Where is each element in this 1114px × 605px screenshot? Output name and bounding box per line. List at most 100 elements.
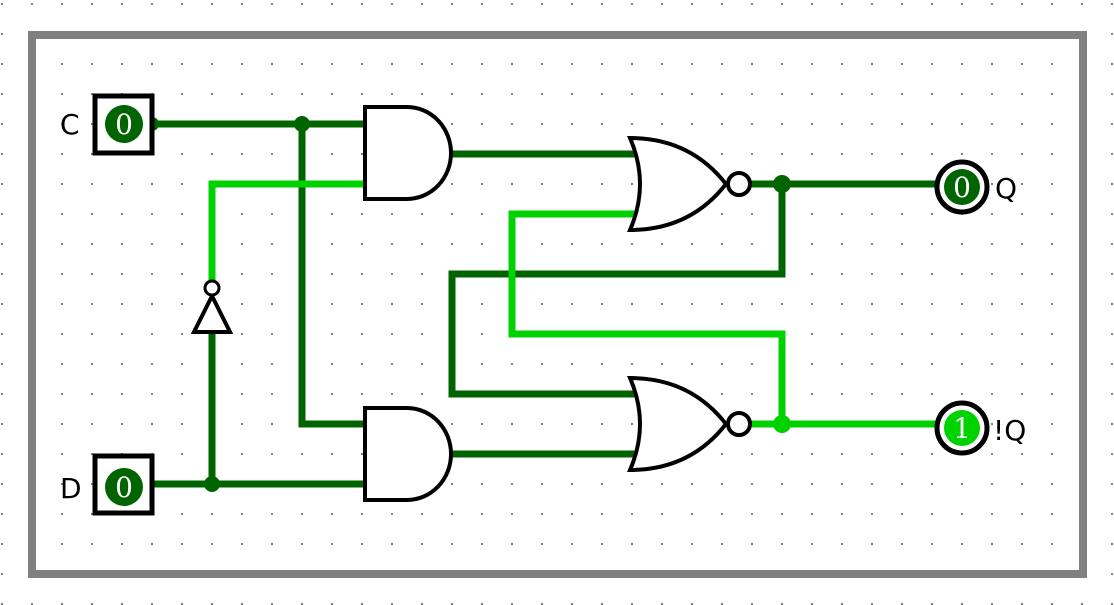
grid-dot	[721, 513, 723, 515]
grid-dot	[931, 543, 933, 545]
grid-dot	[991, 123, 993, 125]
grid-dot	[1111, 63, 1113, 65]
grid-dot	[1111, 33, 1113, 35]
grid-dot	[1021, 543, 1023, 545]
grid-dot	[1111, 93, 1113, 95]
grid-dot	[631, 603, 633, 605]
grid-dot	[271, 333, 273, 335]
grid-dot	[871, 213, 873, 215]
grid-dot	[211, 513, 213, 515]
grid-dot	[1111, 513, 1113, 515]
wire-notd-to-and-top[interactable]	[208, 180, 366, 288]
grid-dot	[931, 513, 933, 515]
grid-dot	[481, 363, 483, 365]
grid-dot	[271, 423, 273, 425]
grid-dot	[1, 573, 3, 575]
grid-dot	[331, 513, 333, 515]
grid-dot	[271, 153, 273, 155]
grid-dot	[1051, 603, 1053, 605]
grid-dot	[991, 453, 993, 455]
grid-dot	[121, 183, 123, 185]
grid-dot	[721, 3, 723, 5]
grid-dot	[181, 183, 183, 185]
grid-dot	[271, 603, 273, 605]
grid-dot	[1, 213, 3, 215]
grid-dot	[61, 243, 63, 245]
grid-dot	[991, 603, 993, 605]
grid-dot	[841, 63, 843, 65]
grid-dot	[811, 243, 813, 245]
grid-dot	[961, 153, 963, 155]
grid-dot	[1111, 123, 1113, 125]
grid-dot	[871, 543, 873, 545]
grid-dot	[841, 513, 843, 515]
grid-dot	[901, 543, 903, 545]
grid-dot	[271, 393, 273, 395]
grid-dot	[1021, 183, 1023, 185]
input-pin-d[interactable]: 0	[92, 453, 155, 516]
wire-q-feedback[interactable]	[448, 180, 786, 398]
grid-dot	[91, 123, 93, 125]
circuit-frame	[28, 31, 1087, 578]
grid-dot	[781, 483, 783, 485]
grid-dot	[571, 543, 573, 545]
grid-dot	[961, 3, 963, 5]
grid-dot	[571, 93, 573, 95]
grid-dot	[211, 543, 213, 545]
grid-dot	[991, 513, 993, 515]
grid-dot	[1051, 453, 1053, 455]
grid-dot	[91, 213, 93, 215]
nor-gate-top[interactable]	[626, 135, 752, 233]
grid-dot	[91, 483, 93, 485]
grid-dot	[61, 123, 63, 125]
grid-dot	[121, 213, 123, 215]
grid-dot	[61, 513, 63, 515]
grid-dot	[61, 153, 63, 155]
grid-dots	[1, 3, 1113, 605]
grid-dot	[781, 603, 783, 605]
grid-dot	[1021, 423, 1023, 425]
grid-dot	[91, 393, 93, 395]
grid-dot	[271, 513, 273, 515]
grid-dot	[61, 393, 63, 395]
nor-gate-bottom[interactable]	[626, 375, 752, 473]
grid-dot	[481, 63, 483, 65]
grid-dot	[871, 63, 873, 65]
grid-dot	[721, 153, 723, 155]
grid-dot	[61, 303, 63, 305]
grid-dot	[361, 63, 363, 65]
and-gate-bottom[interactable]	[363, 406, 453, 502]
grid-dot	[781, 123, 783, 125]
grid-dot	[901, 153, 903, 155]
grid-dot	[601, 483, 603, 485]
wire-nq-feedback[interactable]	[508, 210, 786, 428]
grid-dot	[301, 513, 303, 515]
grid-dot	[901, 63, 903, 65]
grid-dot	[181, 63, 183, 65]
grid-dot	[271, 213, 273, 215]
and-gate-top[interactable]	[363, 105, 453, 201]
not-gate[interactable]	[190, 279, 234, 334]
grid-dot	[991, 243, 993, 245]
grid-dot	[991, 183, 993, 185]
grid-dot	[1021, 3, 1023, 5]
grid-dot	[751, 483, 753, 485]
grid-dot	[361, 273, 363, 275]
grid-dot	[1051, 483, 1053, 485]
grid-dot	[931, 93, 933, 95]
grid-dot	[511, 3, 513, 5]
grid-dot	[61, 543, 63, 545]
grid-dot	[511, 123, 513, 125]
grid-dot	[391, 543, 393, 545]
grid-dot	[781, 543, 783, 545]
grid-dot	[601, 513, 603, 515]
grid-dot	[1111, 393, 1113, 395]
grid-dot	[121, 393, 123, 395]
grid-dot	[151, 543, 153, 545]
wire-c-to-and-bottom[interactable]	[298, 120, 366, 428]
grid-dot	[1, 3, 3, 5]
grid-dot	[331, 303, 333, 305]
input-pin-c[interactable]: 0	[92, 93, 155, 156]
grid-dot	[331, 243, 333, 245]
